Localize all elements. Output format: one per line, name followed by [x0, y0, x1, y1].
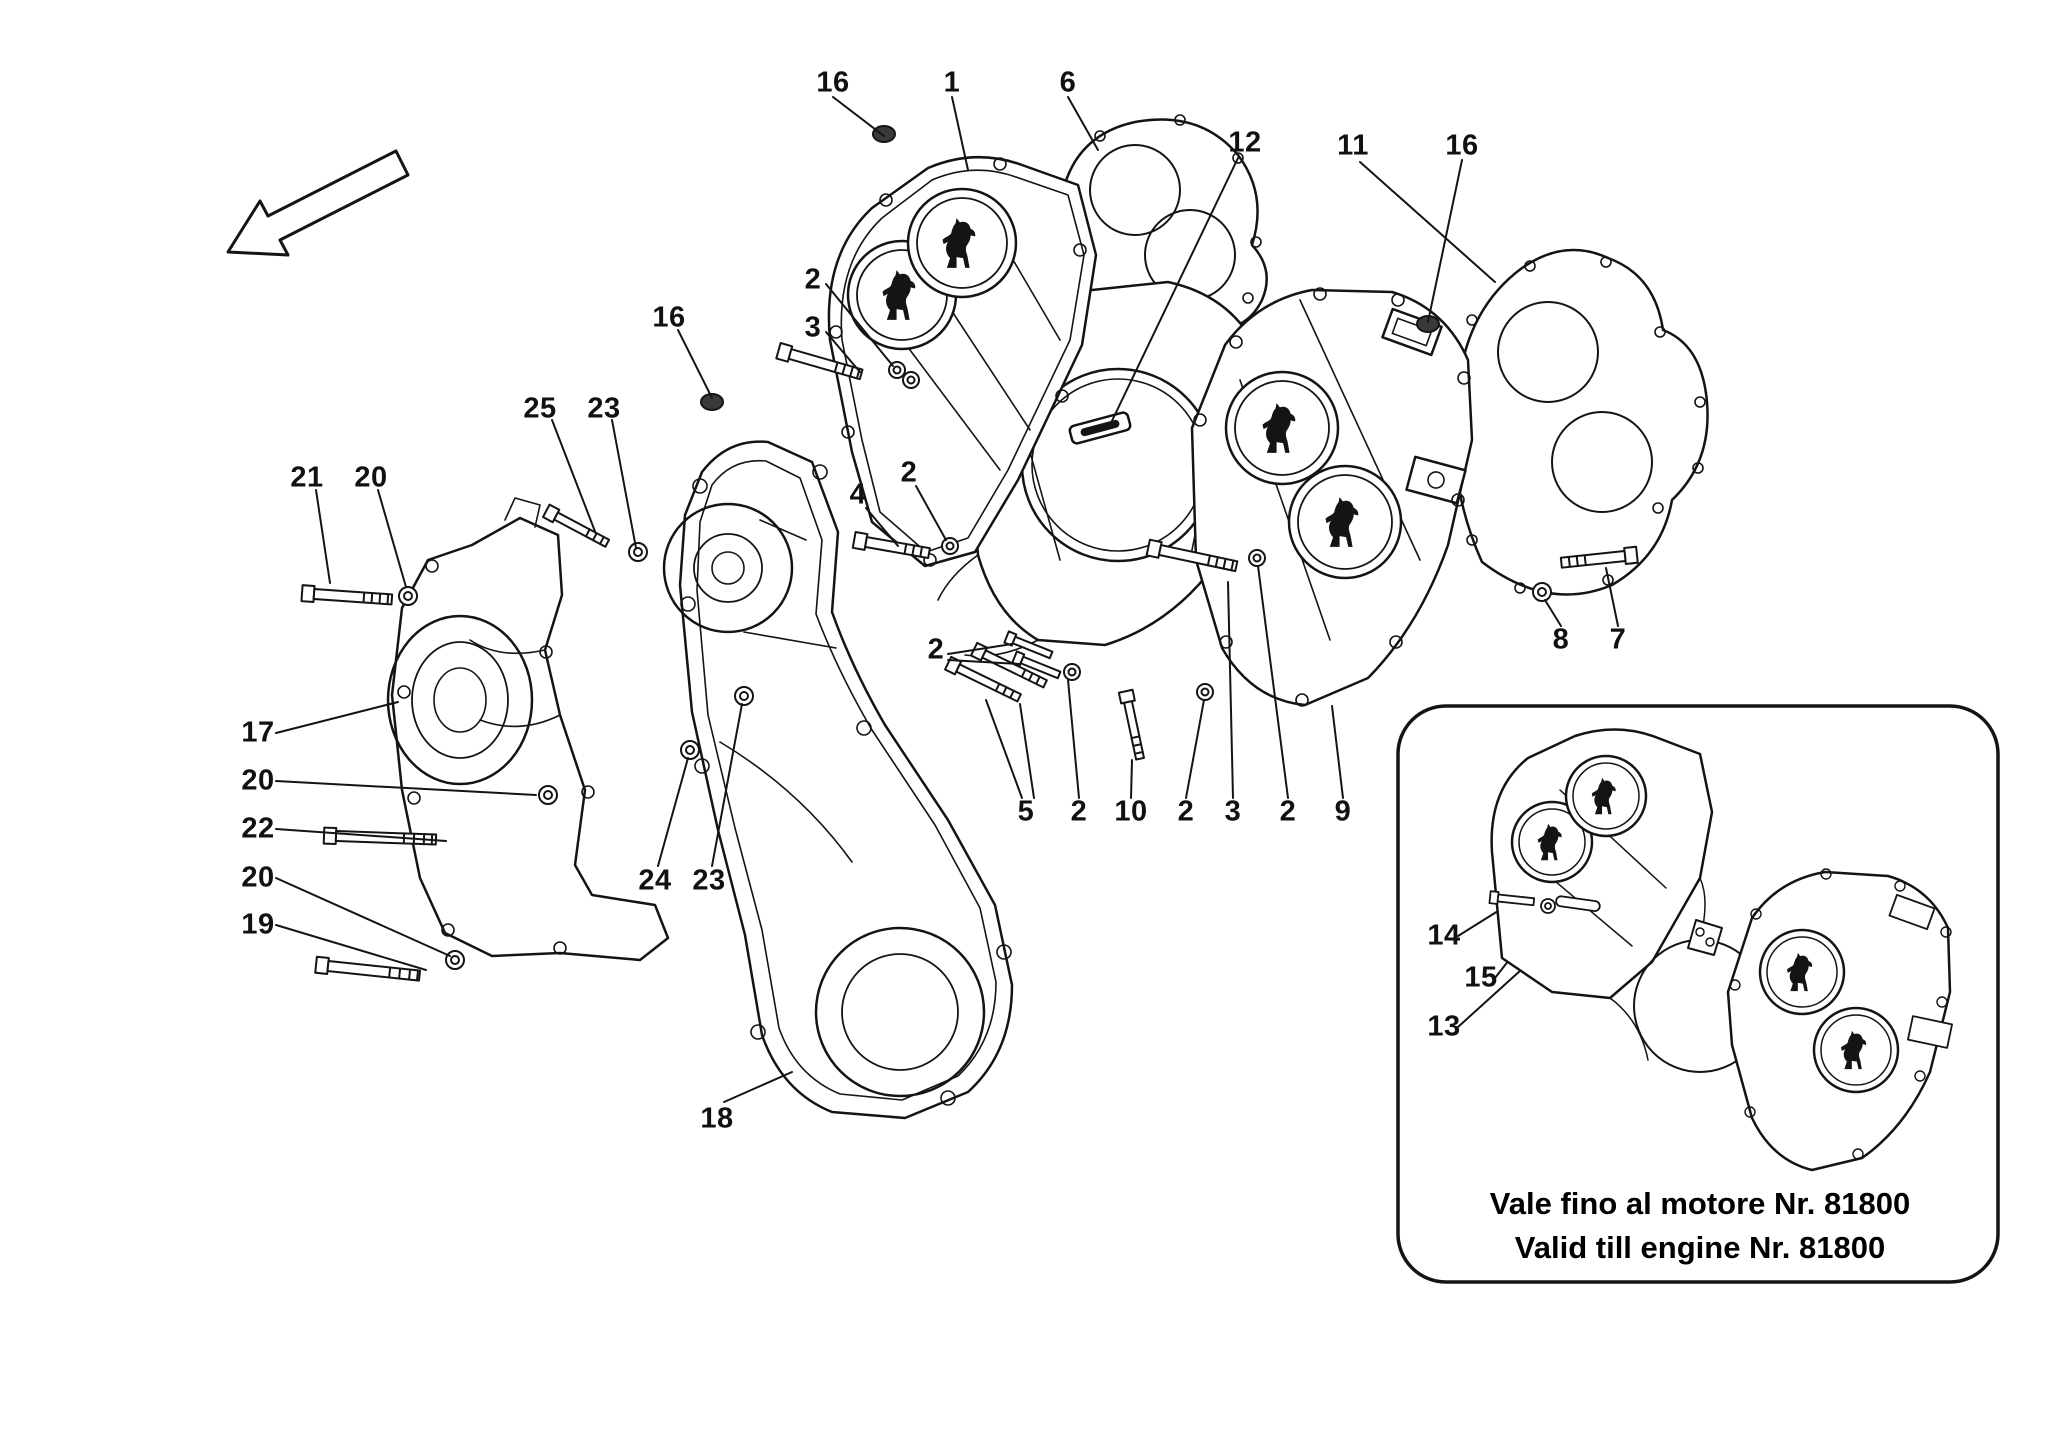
cover-1: [827, 156, 1098, 568]
screw-2b: [1011, 650, 1062, 680]
callout-22: 22: [241, 812, 275, 845]
callout-11: 11: [1337, 129, 1369, 162]
washer-2b: [902, 371, 920, 389]
bolt-25: [542, 503, 611, 548]
bolt-5b: [970, 641, 1048, 689]
callout-15: 15: [1464, 961, 1498, 994]
callout-2: 2: [1070, 795, 1088, 828]
callout-21: 21: [290, 461, 324, 494]
bolt-7: [1559, 545, 1639, 569]
washer-2d: [1063, 663, 1081, 681]
callout-2: 2: [1279, 795, 1297, 828]
bolt-19: [314, 955, 422, 982]
bolt-10: [1117, 688, 1145, 761]
inset-pin-13: [1555, 895, 1601, 912]
callout-3: 3: [804, 311, 822, 344]
inset-drawing: [1488, 728, 1953, 1172]
cap-16a: [872, 125, 896, 143]
callout-13: 13: [1427, 1010, 1461, 1043]
callout-16: 16: [1445, 129, 1479, 162]
callout-25: 25: [523, 392, 557, 425]
callout-4: 4: [849, 478, 867, 511]
cover-9: [1190, 287, 1474, 707]
cap-16b: [700, 393, 724, 411]
callout-2: 2: [900, 456, 918, 489]
washer-20a: [398, 586, 418, 606]
direction-arrow-icon: [226, 149, 410, 257]
washer-23b: [734, 686, 754, 706]
callout-10: 10: [1114, 795, 1148, 828]
washer-2e: [1196, 683, 1214, 701]
callout-12: 12: [1228, 126, 1262, 159]
bolt-4: [851, 531, 931, 560]
fasteners: [300, 125, 1639, 982]
callout-3: 3: [1224, 795, 1242, 828]
washer-23a: [628, 542, 648, 562]
cap-16c: [1416, 315, 1440, 333]
inset-caption-line1: Vale fino al motore Nr. 81800: [1489, 1185, 1911, 1221]
washer-20c: [445, 950, 465, 970]
washer-8: [1532, 582, 1552, 602]
washer-20b: [538, 785, 558, 805]
callout-20: 20: [354, 461, 388, 494]
callout-24: 24: [638, 864, 672, 897]
callout-1: 1: [943, 66, 961, 99]
callout-2: 2: [1177, 795, 1195, 828]
callout-17: 17: [241, 716, 275, 749]
washer-24: [680, 740, 700, 760]
inset-box: [1396, 704, 2000, 1284]
callout-2: 2: [927, 633, 945, 666]
callout-19: 19: [241, 908, 275, 941]
callout-16: 16: [816, 66, 850, 99]
callout-20: 20: [241, 861, 275, 894]
washer-2f: [1248, 549, 1266, 567]
callout-18: 18: [700, 1102, 734, 1135]
callout-23: 23: [587, 392, 621, 425]
callout-2: 2: [804, 263, 822, 296]
inset-washer-15: [1540, 898, 1556, 914]
callout-5: 5: [1017, 795, 1035, 828]
inset-caption-line2: Valid till engine Nr. 81800: [1514, 1230, 1886, 1265]
leader-lines: [275, 96, 1619, 1103]
cover-17: [386, 497, 670, 962]
callout-14: 14: [1427, 919, 1461, 952]
callout-16: 16: [652, 301, 686, 334]
callout-8: 8: [1552, 623, 1570, 656]
callout-20: 20: [241, 764, 275, 797]
bolt-21: [300, 584, 394, 606]
bolt-3-upper: [775, 342, 864, 381]
bolt-3-lower: [1145, 538, 1239, 573]
callout-9: 9: [1334, 795, 1352, 828]
callout-23: 23: [692, 864, 726, 897]
callout-7: 7: [1609, 623, 1627, 656]
callout-6: 6: [1059, 66, 1077, 99]
inset-screw-14: [1488, 890, 1536, 907]
washer-2c: [941, 537, 959, 555]
inset-caption: Vale fino al motore Nr. 81800 Valid till…: [1490, 1182, 1910, 1270]
bolt-5a: [944, 655, 1022, 703]
gasket-11: [1452, 248, 1709, 596]
belt-cover-18: [662, 440, 1014, 1120]
